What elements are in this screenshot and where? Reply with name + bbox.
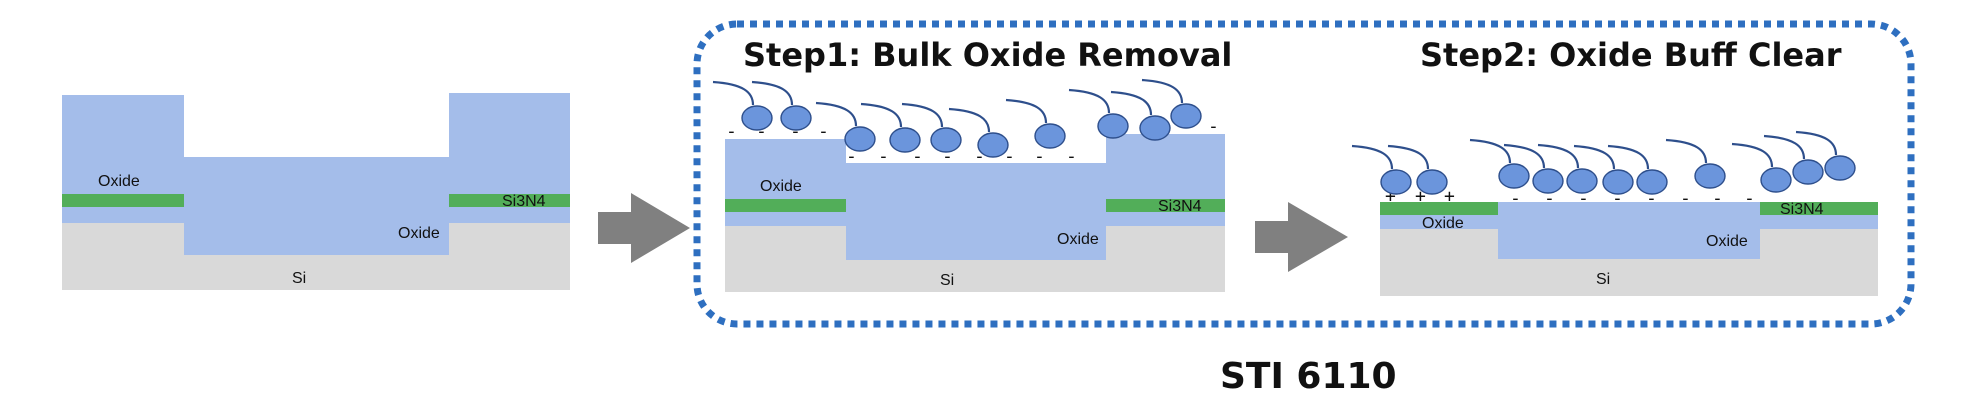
negative-charge: - (1208, 116, 1219, 137)
negative-charge: - (1612, 188, 1623, 209)
nitride-left (62, 194, 184, 207)
negative-charge: - (974, 146, 985, 167)
abrasive-particle-with-tail-icon (1469, 138, 1530, 189)
process-steps-frame (693, 20, 1915, 328)
abrasive-particle-with-tail-icon (1763, 134, 1824, 185)
panel-initial-structure: Oxide Oxide Si3N4 Si (62, 93, 570, 290)
abrasive-particle-with-tail-icon (712, 80, 773, 131)
negative-charge: - (818, 121, 829, 142)
label-si: Si (1596, 271, 1610, 288)
label-si: Si (292, 270, 306, 287)
abrasive-particle-with-tail-icon (1795, 130, 1856, 181)
nitride-left (725, 199, 846, 212)
process-arrow-icon (1255, 202, 1348, 272)
abrasive-particles (712, 78, 1202, 158)
abrasive-particle-with-tail-icon (1573, 144, 1634, 195)
negative-charge: - (1004, 146, 1015, 167)
slurry-caption: STI 6110 (1220, 356, 1397, 397)
process-arrow-icon (598, 193, 690, 263)
abrasive-particle-with-tail-icon (1141, 78, 1202, 129)
panel-step2: Oxide Oxide Si3N4 Si +++-------- (1351, 130, 1878, 296)
abrasive-particle-with-tail-icon (815, 101, 876, 152)
negative-charge: - (1510, 188, 1521, 209)
label-si3n4: Si3N4 (1780, 201, 1824, 218)
negative-charge: - (1680, 188, 1691, 209)
negative-charge: - (1578, 188, 1589, 209)
oxide-fill (1498, 202, 1760, 259)
oxide-fill (62, 93, 570, 255)
negative-charge: - (1646, 188, 1657, 209)
abrasive-particle-with-tail-icon (901, 102, 962, 153)
nitride-right (449, 194, 570, 207)
abrasive-particle-with-tail-icon (860, 102, 921, 153)
negative-charge: - (912, 146, 923, 167)
negative-charge: - (756, 121, 767, 142)
negative-charge: - (1712, 188, 1723, 209)
abrasive-particle-with-tail-icon (1110, 90, 1171, 141)
positive-charge: + (1444, 186, 1455, 207)
nitride-right (1106, 199, 1225, 212)
label-oxide-top: Oxide (1422, 215, 1464, 232)
abrasive-particle-with-tail-icon (1503, 143, 1564, 194)
negative-charge: - (726, 121, 737, 142)
pad-oxide-left (62, 205, 184, 223)
abrasive-particle-with-tail-icon (1351, 144, 1412, 195)
label-oxide-top: Oxide (98, 173, 140, 190)
label-si: Si (940, 272, 954, 289)
negative-charge: - (1544, 188, 1555, 209)
negative-charge: - (1066, 146, 1077, 167)
negative-charge: - (1744, 188, 1755, 209)
panel-step1: Oxide Oxide Si3N4 Si ---------------- (712, 78, 1225, 292)
negative-charge: - (846, 146, 857, 167)
pad-oxide-left (1380, 213, 1498, 229)
pad-oxide-right (1106, 210, 1225, 226)
negative-charge: - (878, 146, 889, 167)
label-si3n4: Si3N4 (502, 193, 546, 210)
step2-title: Step2: Oxide Buff Clear (1420, 36, 1842, 74)
abrasive-particle-with-tail-icon (1537, 143, 1598, 194)
positive-charge: + (1385, 186, 1396, 207)
abrasive-particle-with-tail-icon (1607, 144, 1668, 195)
label-oxide-trench: Oxide (398, 225, 440, 242)
label-si3n4: Si3N4 (1158, 198, 1202, 215)
abrasive-particle-with-tail-icon (751, 80, 812, 131)
abrasive-particle-with-tail-icon (948, 107, 1009, 158)
positive-charge: + (1415, 186, 1426, 207)
pad-oxide-right (449, 205, 570, 223)
negative-charge: - (1034, 146, 1045, 167)
abrasive-particles (1351, 130, 1856, 195)
label-oxide-top: Oxide (760, 178, 802, 195)
abrasive-particle-with-tail-icon (1068, 88, 1129, 139)
negative-charge: - (942, 146, 953, 167)
step1-title: Step1: Bulk Oxide Removal (743, 36, 1232, 74)
label-oxide-trench: Oxide (1057, 231, 1099, 248)
negative-charge: - (790, 121, 801, 142)
abrasive-particle-with-tail-icon (1387, 144, 1448, 195)
abrasive-particle-with-tail-icon (1005, 98, 1066, 149)
surface-charges: +++-------- (1385, 186, 1755, 209)
pad-oxide-left (725, 210, 846, 226)
oxide-fill (725, 134, 1225, 260)
nitride-left (1380, 202, 1498, 215)
pad-oxide-right (1760, 213, 1878, 229)
abrasive-particle-with-tail-icon (1731, 142, 1792, 193)
nitride-right (1760, 202, 1878, 215)
label-oxide-trench: Oxide (1706, 233, 1748, 250)
abrasive-particle-with-tail-icon (1665, 138, 1726, 189)
